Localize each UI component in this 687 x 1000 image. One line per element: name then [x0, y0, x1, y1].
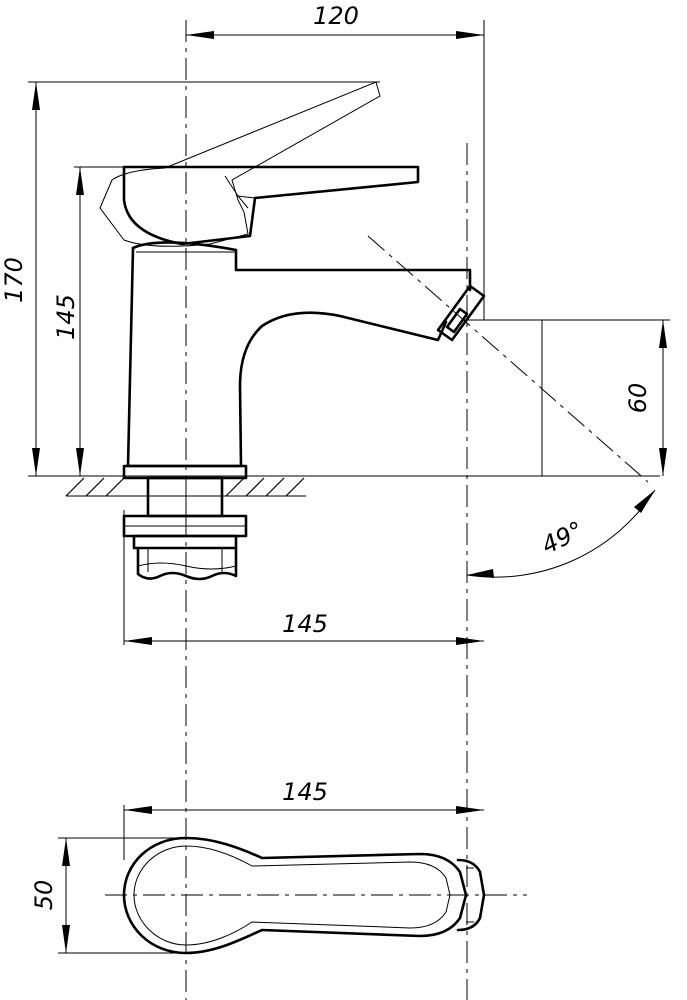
handle-closed [122, 165, 420, 246]
dimension-angle: 49° [466, 489, 656, 578]
dimension-145-side: 145 [123, 510, 484, 645]
dim-angle-label: 49° [537, 516, 588, 560]
handle-open [99, 81, 381, 247]
plan-outline [122, 836, 468, 955]
body [126, 246, 448, 468]
dim-120-label: 120 [313, 2, 359, 30]
center-lines [105, 20, 649, 1000]
dimension-60: 60 [464, 319, 670, 476]
dimension-145-plan: 145 [123, 778, 484, 860]
faucet-side-view [99, 81, 486, 480]
dim-50-label: 50 [30, 880, 58, 911]
dim-145-side-label: 145 [282, 610, 328, 638]
dimension-145-height: 145 [52, 166, 124, 476]
dim-170-label: 170 [0, 257, 28, 303]
dimension-170: 170 [0, 81, 380, 476]
faucet-plan-view [122, 836, 486, 955]
dimension-50: 50 [30, 837, 190, 954]
neck [131, 241, 472, 292]
plan-inner [133, 845, 451, 946]
dim-145-height-label: 145 [52, 294, 80, 340]
plan-aerator [456, 858, 486, 932]
dim-60-label: 60 [624, 383, 652, 414]
aerator [436, 284, 486, 342]
shank-and-nut [122, 476, 248, 581]
dim-145-plan-label: 145 [282, 778, 328, 806]
dimension-120: 120 [186, 2, 485, 320]
